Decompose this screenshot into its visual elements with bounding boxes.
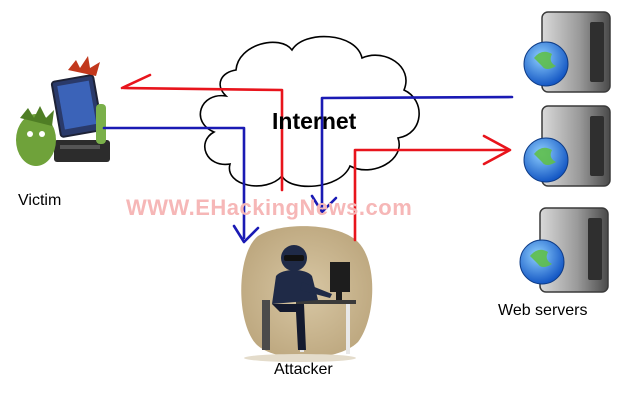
- web-servers-label: Web servers: [498, 302, 588, 319]
- blue-flow-from-server: [310, 95, 514, 214]
- victim-computer-icon: [16, 56, 110, 166]
- internet-label: Internet: [272, 108, 357, 134]
- watermark-text: WWW.EHackingNews.com: [126, 195, 413, 220]
- server-icon: [523, 11, 611, 93]
- red-flow-to-victim: [120, 73, 284, 192]
- victim-label: Victim: [18, 192, 62, 209]
- attacker-label: Attacker: [274, 361, 333, 378]
- server-icon: [519, 207, 609, 293]
- red-flow-to-server: [353, 134, 512, 242]
- attacker-hacker-icon: [241, 226, 373, 362]
- blue-flow-from-victim: [102, 126, 260, 244]
- server-icon: [523, 105, 611, 187]
